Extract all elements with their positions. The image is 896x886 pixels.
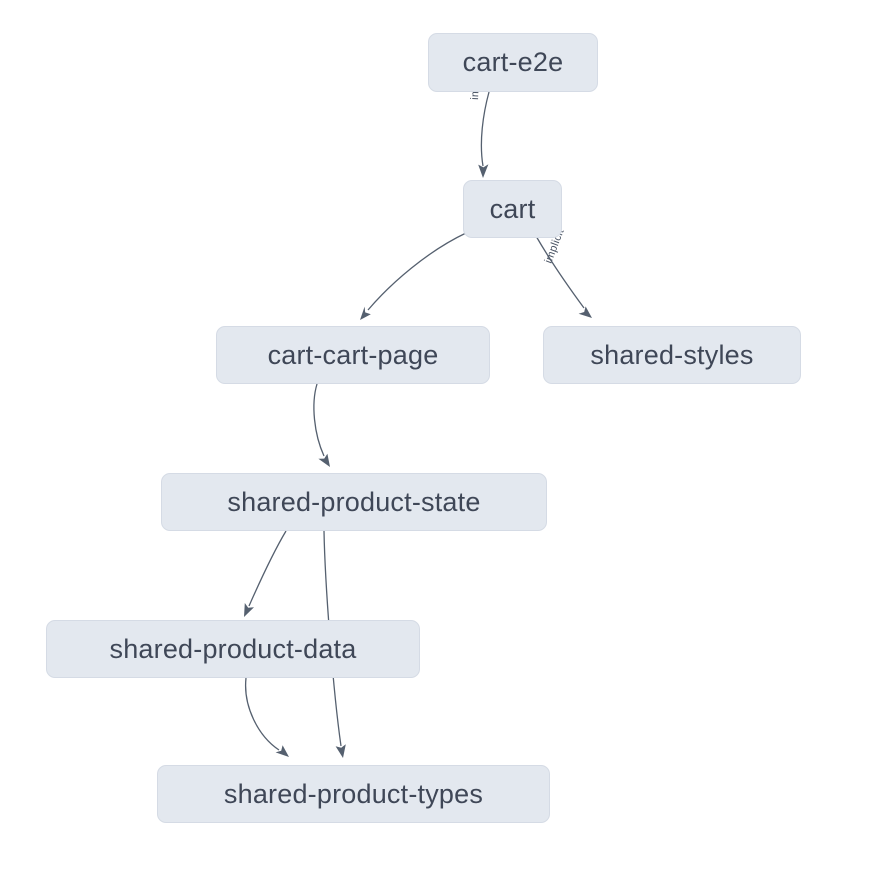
edge-path <box>367 232 467 311</box>
graph-node-cart-e2e[interactable]: cart-e2e <box>428 33 598 92</box>
graph-node-shared-product-types[interactable]: shared-product-types <box>157 765 550 823</box>
arrowhead-icon <box>318 453 330 467</box>
graph-node-shared-product-state[interactable]: shared-product-state <box>161 473 547 531</box>
node-label: shared-styles <box>590 339 754 370</box>
node-label: shared-product-types <box>223 778 484 809</box>
node-label: shared-product-state <box>227 486 481 517</box>
edge-cart-to-cart-cart-page[interactable] <box>360 232 467 320</box>
graph-node-cart[interactable]: cart <box>463 180 562 238</box>
arrowhead-icon <box>578 306 592 318</box>
edge-path <box>248 530 287 607</box>
node-label: cart-e2e <box>462 47 564 77</box>
edge-shared-product-data-to-shared-product-types[interactable] <box>244 677 289 757</box>
arrowhead-icon <box>275 745 289 757</box>
node-label: cart <box>489 193 536 224</box>
graph-node-shared-styles[interactable]: shared-styles <box>543 326 801 384</box>
node-label: shared-product-data <box>109 633 357 664</box>
arrowhead-icon <box>335 744 346 758</box>
edge-path <box>313 383 325 457</box>
arrowhead-icon <box>360 306 371 320</box>
node-label: cart-cart-page <box>267 339 439 370</box>
graph-node-cart-cart-page[interactable]: cart-cart-page <box>216 326 490 384</box>
edge-cart-cart-page-to-shared-product-state[interactable] <box>313 383 330 467</box>
edge-shared-product-state-to-shared-product-data[interactable] <box>244 530 287 617</box>
edge-path <box>244 677 280 751</box>
arrowhead-icon <box>478 164 489 178</box>
edge-cart-to-shared-styles[interactable]: implicit <box>535 227 592 318</box>
graph-node-shared-product-data[interactable]: shared-product-data <box>46 620 420 678</box>
edge-path <box>480 91 490 167</box>
arrowhead-icon <box>244 603 254 617</box>
edge-path <box>535 235 585 309</box>
